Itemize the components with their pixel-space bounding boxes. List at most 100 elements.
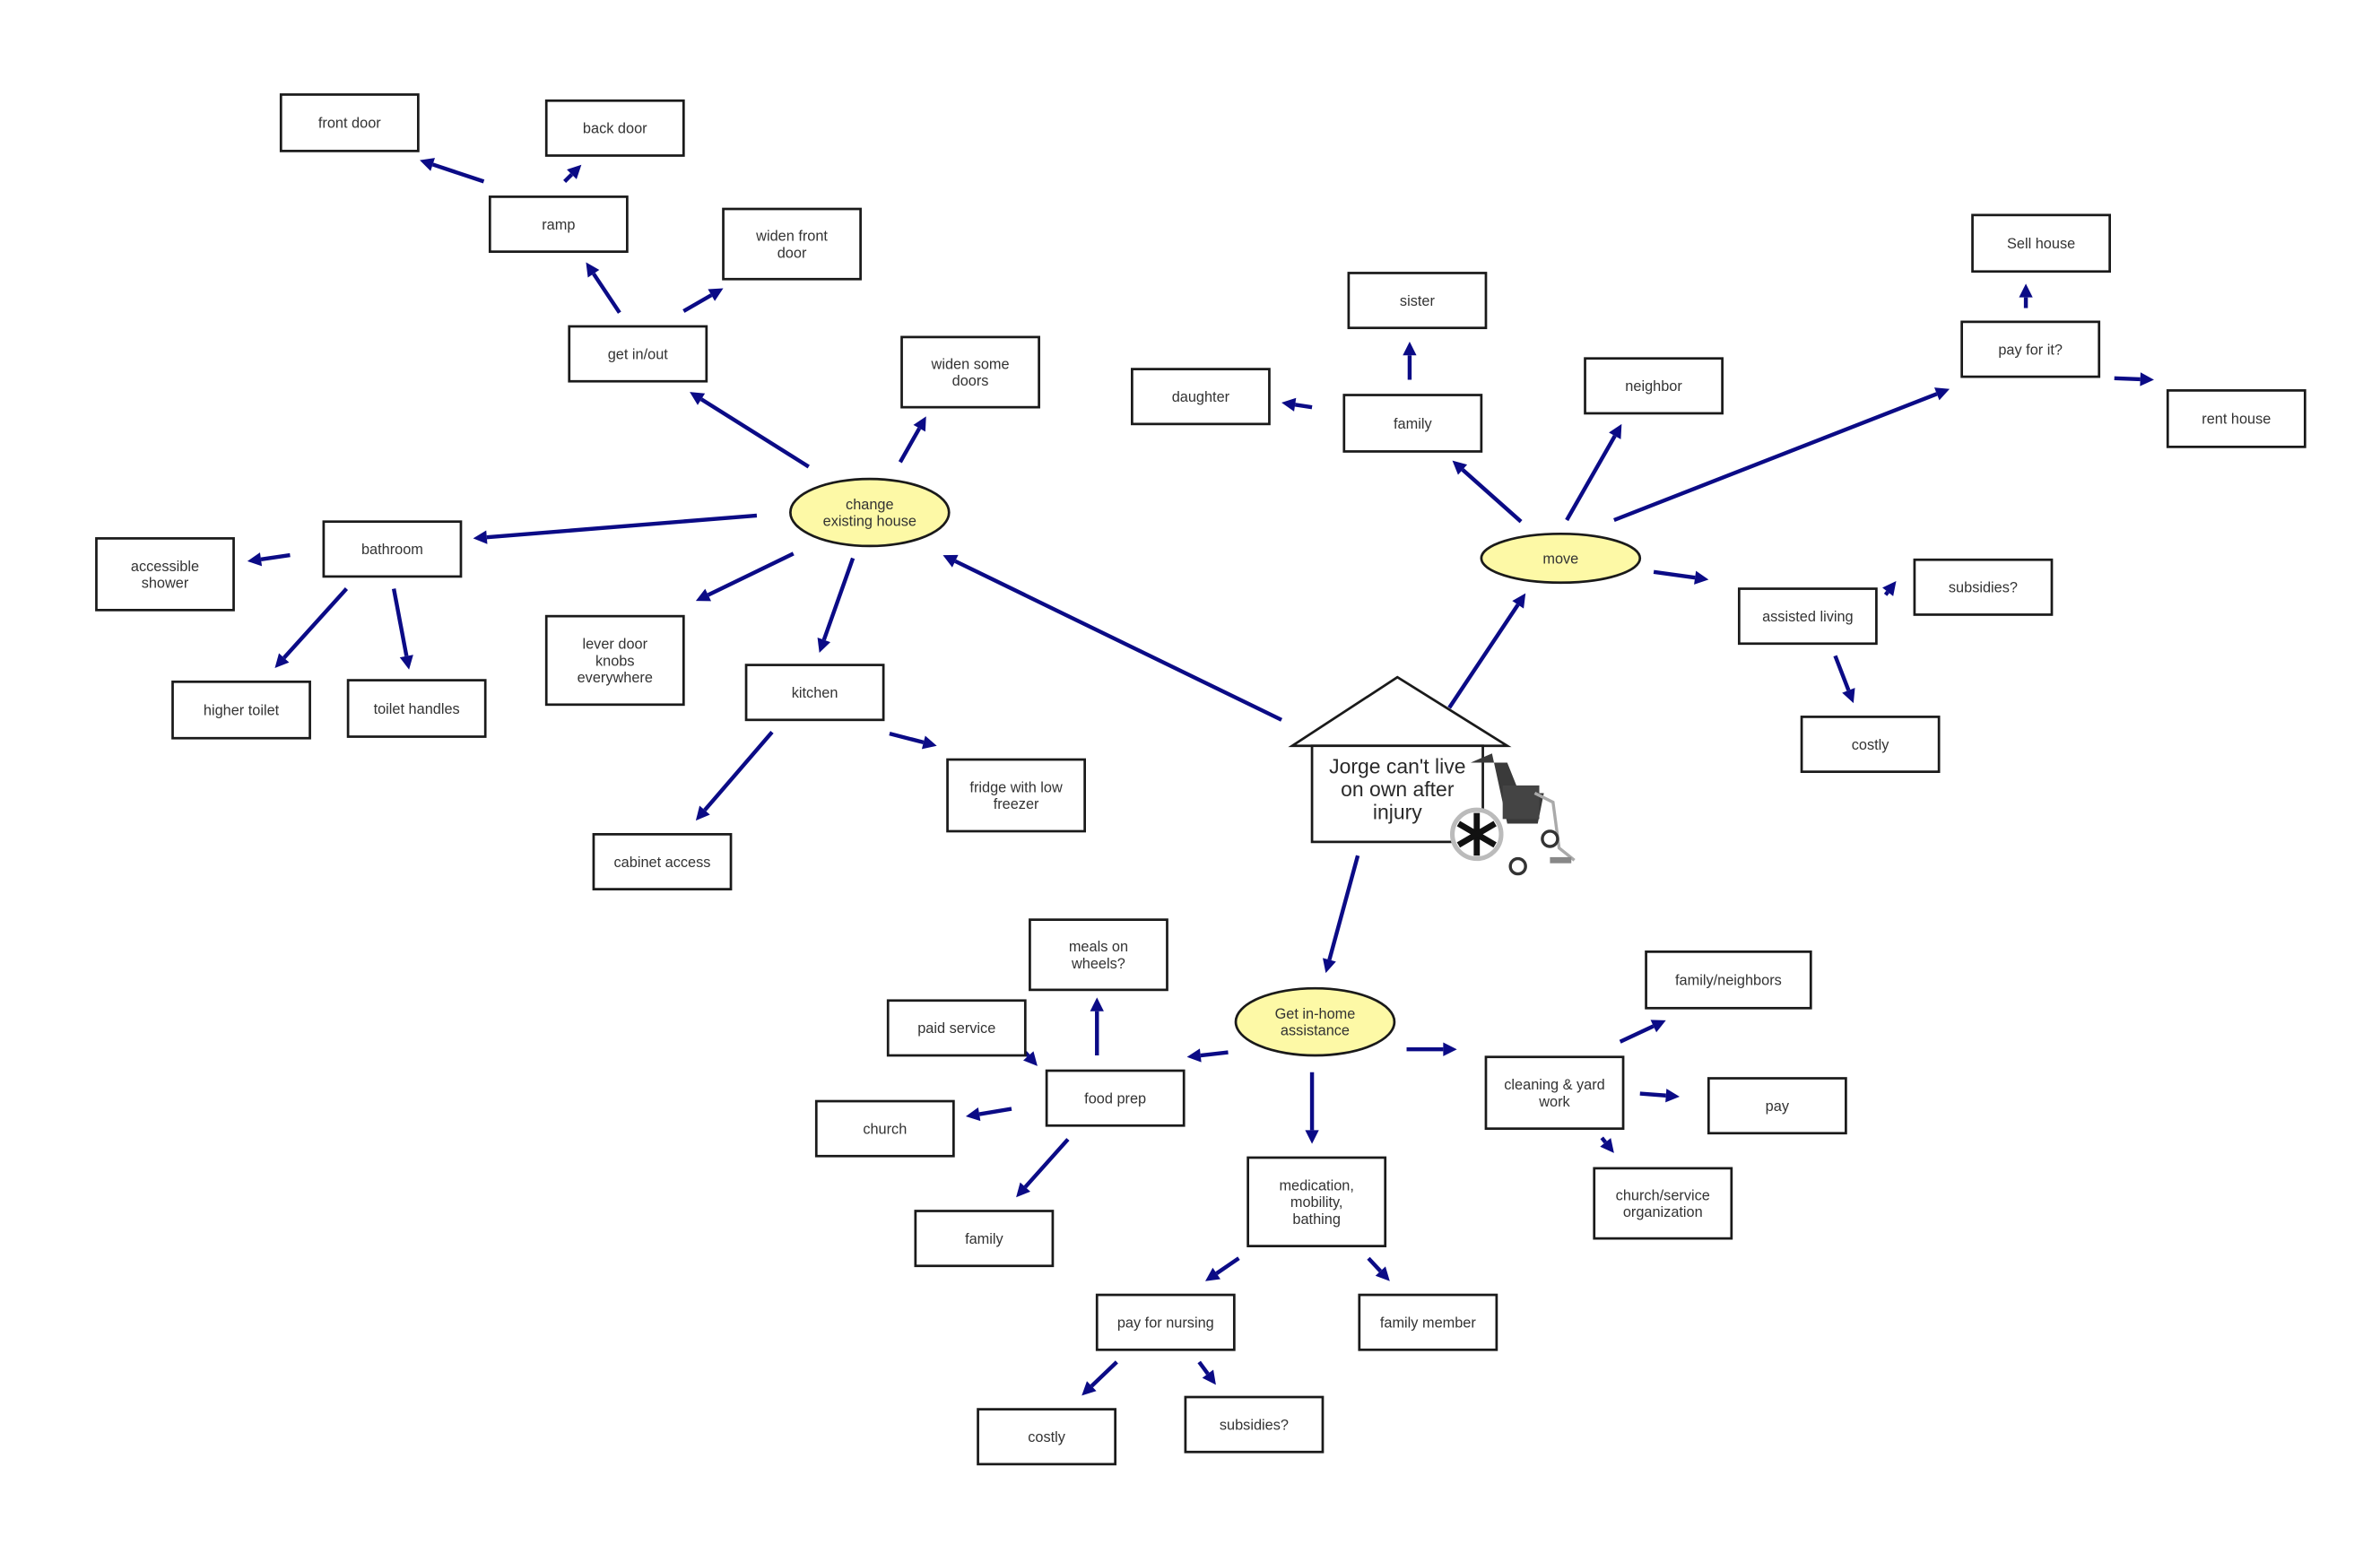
arrow-line [1639, 1091, 1666, 1098]
node-church[interactable]: church [814, 1099, 955, 1158]
arrow-connector [1090, 997, 1104, 1056]
node-assisted[interactable]: assisted living [1737, 587, 1878, 646]
node-family-food[interactable]: family [914, 1210, 1055, 1268]
node-label: daughter [1172, 389, 1230, 405]
arrowhead-icon [1600, 1138, 1614, 1153]
node-costly-n[interactable]: costly [977, 1408, 1117, 1466]
node-label: cleaning & yard [1504, 1077, 1604, 1093]
node-family-member[interactable]: family member [1358, 1293, 1498, 1351]
node-label: costly [1852, 737, 1890, 753]
node-sell-house[interactable]: Sell house [1971, 213, 2111, 273]
arrowhead-icon [567, 164, 582, 179]
arrow-connector [1565, 423, 1622, 522]
node-kitchen[interactable]: kitchen [744, 664, 885, 722]
arrow-connector [1016, 1138, 1070, 1198]
node-neighbor[interactable]: neighbor [1584, 357, 1724, 415]
node-label: assistance [1281, 1023, 1350, 1039]
arrowhead-icon [690, 392, 706, 405]
arrow-connector [247, 552, 291, 567]
arrowhead-icon [1694, 570, 1709, 585]
node-bathroom[interactable]: bathroom [322, 520, 463, 578]
arrowhead-icon [942, 554, 959, 568]
box-shape [814, 1099, 955, 1158]
node-label: family [965, 1231, 1003, 1247]
house-roof [1288, 675, 1512, 748]
box-shape [544, 99, 685, 157]
node-medication[interactable]: medication,mobility,bathing [1246, 1156, 1387, 1247]
arrowhead-icon [274, 653, 290, 668]
node-label: everywhere [578, 670, 653, 686]
node-daughter[interactable]: daughter [1131, 368, 1271, 426]
node-toilet-handles[interactable]: toilet handles [346, 679, 487, 738]
arrow-line [707, 551, 795, 597]
arrowhead-icon [1933, 387, 1950, 401]
node-pay[interactable]: pay [1707, 1077, 1847, 1135]
arrow-connector [695, 551, 795, 602]
node-rent-house[interactable]: rent house [2166, 389, 2306, 448]
node-pay-nursing[interactable]: pay for nursing [1095, 1293, 1236, 1351]
box-shape [722, 207, 862, 281]
center-label-line: injury [1373, 800, 1422, 823]
node-subsidies-n[interactable]: subsidies? [1184, 1395, 1325, 1454]
arrow-line [391, 588, 409, 657]
node-label: Get in-home [1275, 1006, 1356, 1022]
arrow-line [431, 162, 485, 184]
node-food-prep[interactable]: food prep [1045, 1069, 1186, 1127]
node-label: cabinet access [614, 855, 711, 871]
arrow-line [563, 172, 574, 183]
node-higher-toilet[interactable]: higher toilet [171, 680, 311, 740]
arrow-connector [1205, 1256, 1240, 1281]
node-pay-for-it[interactable]: pay for it? [1960, 320, 2101, 378]
arrowhead-icon [1443, 1042, 1457, 1056]
node-back-door[interactable]: back door [544, 99, 685, 157]
arrowhead-icon [247, 552, 263, 567]
node-paid-service[interactable]: paid service [886, 999, 1027, 1057]
box-shape [2166, 389, 2306, 448]
node-costly-al[interactable]: costly [1800, 716, 1941, 774]
central-node-house[interactable]: Jorge can't live on own after injury [1288, 675, 1576, 876]
node-label: medication, [1279, 1177, 1353, 1193]
arrowhead-icon [913, 416, 926, 432]
arrowhead-icon [1375, 1266, 1390, 1281]
box-shape [744, 664, 885, 722]
arrow-line [1215, 1256, 1240, 1275]
box-shape [1960, 320, 2101, 378]
arrow-connector [690, 392, 810, 469]
node-front-door[interactable]: front door [279, 93, 420, 152]
node-subsidies-al[interactable]: subsidies? [1913, 558, 2054, 616]
arrow-line [1461, 468, 1523, 524]
center-label-line: Jorge can't live [1329, 754, 1465, 777]
node-family-neighbors[interactable]: family/neighbors [1645, 950, 1812, 1010]
arrow-line [592, 273, 621, 314]
node-label: family member [1380, 1315, 1477, 1331]
node-cabinet[interactable]: cabinet access [592, 833, 733, 890]
arrow-connector [1323, 855, 1360, 974]
arrow-line [1197, 1360, 1210, 1376]
node-label: rent house [2202, 412, 2271, 428]
node-label: pay [1766, 1098, 1790, 1115]
node-ramp[interactable]: ramp [488, 195, 629, 254]
arrow-connector [1447, 593, 1526, 709]
node-get-in-out[interactable]: get in/out [568, 325, 708, 383]
arrow-connector [1600, 1136, 1614, 1153]
node-sister[interactable]: sister [1347, 272, 1488, 330]
arrow-line [2114, 376, 2141, 382]
arrowhead-icon [1281, 397, 1297, 412]
arrow-line [1600, 1136, 1608, 1144]
arrow-connector [1367, 1256, 1390, 1281]
wheelchair-icon [1450, 753, 1576, 876]
arrow-line [703, 730, 774, 812]
node-family-move[interactable]: family [1342, 394, 1483, 453]
arrowhead-icon [708, 288, 724, 301]
branch-node-move[interactable]: move [1480, 532, 1642, 585]
